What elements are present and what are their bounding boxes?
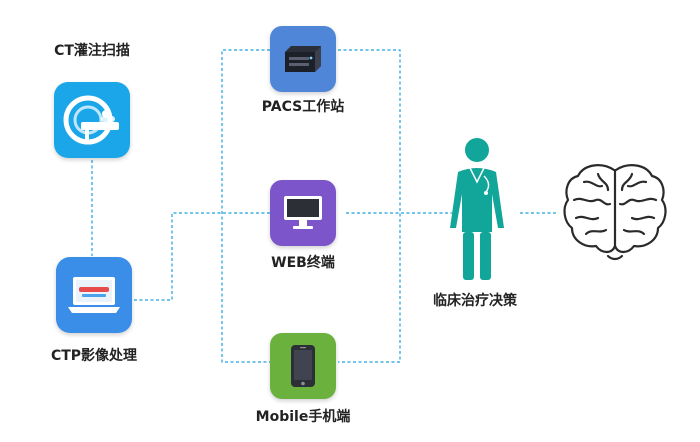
brain-icon [563,164,667,261]
ct-scan-node [54,82,130,158]
mobile-label: Mobile手机端 [255,409,351,425]
pacs-label: PACS工作站 [261,99,345,115]
web-label: WEB终端 [271,255,335,271]
smartphone-icon [291,345,315,387]
ct-scan-label: CT灌注扫描 [54,43,130,59]
decision-label: 临床治疗决策 [433,293,517,309]
pacs-node [270,26,336,92]
monitor-icon [284,196,322,229]
ctp-processing-label: CTP影像处理 [50,348,138,364]
web-node [270,180,336,246]
doctor-icon [450,138,504,280]
ctp-processing-node [56,257,132,333]
laptop-icon [68,277,120,313]
mobile-node [270,333,336,399]
server-icon [285,46,321,72]
ct-scanner-icon [63,95,119,145]
